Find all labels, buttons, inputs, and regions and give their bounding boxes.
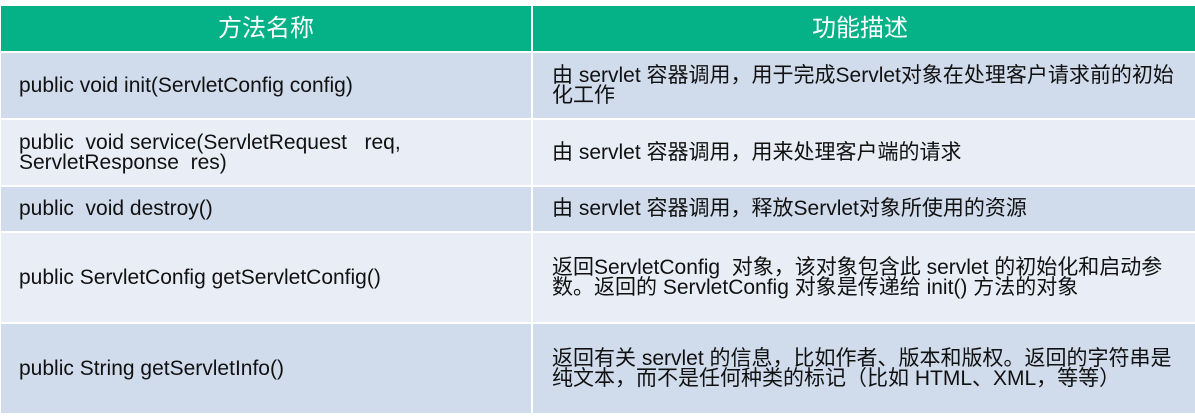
description-cell: 返回ServletConfig 对象，该对象包含此 servlet 的初始化和启… <box>533 233 1195 322</box>
description-cell: 返回有关 servlet 的信息，比如作者、版本和版权。返回的字符串是纯文本，而… <box>533 324 1195 413</box>
method-cell: public void service(ServletRequest req, … <box>1 120 533 185</box>
method-cell: public void init(ServletConfig config) <box>1 53 533 118</box>
table-row: public String getServletInfo() 返回有关 serv… <box>1 324 1195 415</box>
description-cell: 由 servlet 容器调用，用于完成Servlet对象在处理客户请求前的初始化… <box>533 53 1195 118</box>
table-row: public ServletConfig getServletConfig() … <box>1 233 1195 324</box>
header-method-name-label: 方法名称 <box>218 14 314 42</box>
method-description: 返回有关 servlet 的信息，比如作者、版本和版权。返回的字符串是纯文本，而… <box>552 346 1172 390</box>
table-row: public void init(ServletConfig config) 由… <box>1 53 1195 120</box>
method-cell: public String getServletInfo() <box>1 324 533 413</box>
method-signature: public ServletConfig getServletConfig() <box>19 265 381 289</box>
table-header-row: 方法名称 功能描述 <box>1 6 1195 53</box>
method-description: 由 servlet 容器调用，用来处理客户端的请求 <box>552 140 962 164</box>
header-description-label: 功能描述 <box>812 14 908 42</box>
description-cell: 由 servlet 容器调用，释放Servlet对象所使用的资源 <box>533 187 1195 231</box>
table-row: public void service(ServletRequest req, … <box>1 120 1195 187</box>
method-description: 由 servlet 容器调用，用于完成Servlet对象在处理客户请求前的初始化… <box>552 63 1174 107</box>
method-signature: public void destroy() <box>19 197 213 220</box>
header-method-name: 方法名称 <box>1 6 533 51</box>
method-description: 返回ServletConfig 对象，该对象包含此 servlet 的初始化和启… <box>552 255 1163 299</box>
description-cell: 由 servlet 容器调用，用来处理客户端的请求 <box>533 120 1195 185</box>
method-description: 由 servlet 容器调用，释放Servlet对象所使用的资源 <box>552 197 1027 220</box>
header-description: 功能描述 <box>533 6 1195 51</box>
method-cell: public void destroy() <box>1 187 533 231</box>
table-row: public void destroy() 由 servlet 容器调用，释放S… <box>1 187 1195 233</box>
servlet-methods-table: 方法名称 功能描述 public void init(ServletConfig… <box>1 6 1195 415</box>
method-cell: public ServletConfig getServletConfig() <box>1 233 533 322</box>
method-signature: public String getServletInfo() <box>19 356 284 380</box>
method-signature: public void init(ServletConfig config) <box>19 73 353 97</box>
method-signature: public void service(ServletRequest req, … <box>19 130 407 174</box>
